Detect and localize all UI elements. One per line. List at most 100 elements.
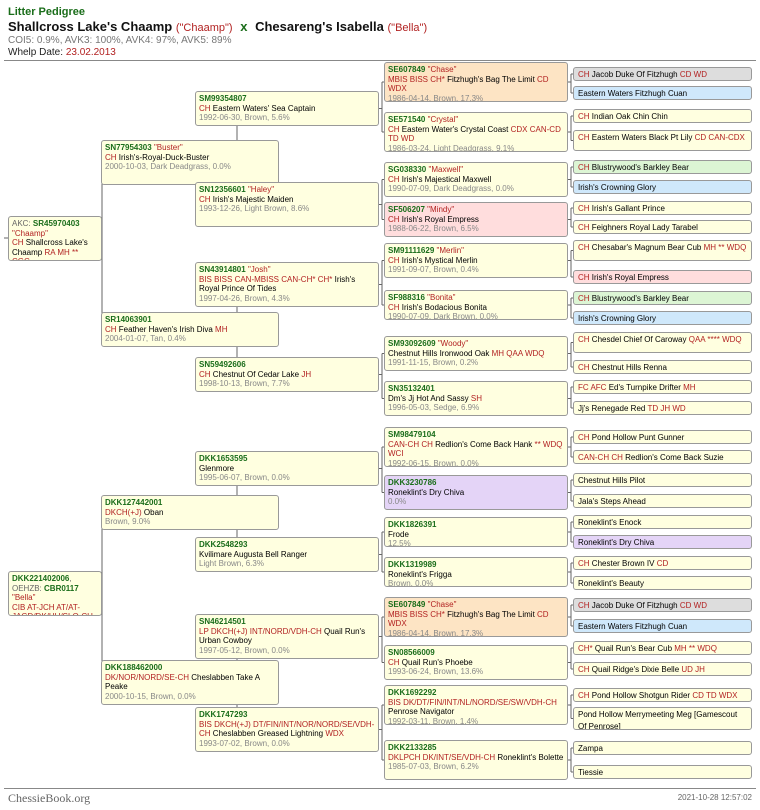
g5-ancestor-box[interactable]: CH Chesabar's Magnum Bear Cub MH ** WDQ	[573, 240, 752, 261]
g2-ancestor-box[interactable]: SN77954303 "Buster"CH Irish's-Royal-Duck…	[101, 140, 279, 185]
g5-ancestor-box[interactable]: Roneklint's Enock	[573, 515, 752, 529]
dog-name[interactable]: Fitzhugh's Bag The Limit	[447, 609, 535, 619]
dog-name[interactable]: Jacob Duke Of Fitzhugh	[591, 70, 678, 79]
g5-ancestor-box[interactable]: CH Indian Oak Chin Chin	[573, 109, 752, 123]
dog-name[interactable]: Zampa	[578, 744, 603, 753]
g5-ancestor-box[interactable]: FC AFC Ed's Turnpike Drifter MH	[573, 380, 752, 394]
dog-name[interactable]: Fitzhugh's Bag The Limit	[447, 74, 535, 84]
dog-name[interactable]: Roneklint's Dry Chiva	[578, 538, 655, 547]
dog-name[interactable]: Shallcross Lake's Chaamp	[12, 238, 88, 257]
dog-name[interactable]: Irish's Mystical Merlin	[401, 255, 478, 265]
dog-name[interactable]: Frode	[388, 529, 409, 539]
g5-ancestor-box[interactable]: CH Chester Brown IV CD	[573, 556, 752, 570]
g5-ancestor-box[interactable]: Irish's Crowning Glory	[573, 311, 752, 325]
g4-ancestor-box[interactable]: SM91111629 "Merlin"CH Irish's Mystical M…	[384, 243, 568, 278]
g5-ancestor-box[interactable]: Zampa	[573, 741, 752, 755]
dog-name[interactable]: Indian Oak Chin Chin	[591, 112, 668, 121]
dog-name[interactable]: Feighners Royal Lady Tarabel	[591, 223, 698, 232]
g5-ancestor-box[interactable]: Chestnut Hills Pilot	[573, 473, 752, 487]
dog-name[interactable]: Roneklint's Frigga	[388, 569, 452, 579]
dog-name[interactable]: Tiessie	[578, 768, 604, 777]
g5-ancestor-box[interactable]: Irish's Crowning Glory	[573, 180, 752, 194]
dog-name[interactable]: Quail Run's Urban Cowboy	[199, 626, 366, 646]
g5-ancestor-box[interactable]: Roneklint's Beauty	[573, 576, 752, 590]
g5-ancestor-box[interactable]: CH Blustrywood's Barkley Bear	[573, 291, 752, 305]
g5-ancestor-box[interactable]: Pond Hollow Merrymeeting Meg [Gamescout …	[573, 707, 752, 730]
dog-name[interactable]: Chester Brown IV	[591, 559, 655, 568]
dog-name[interactable]: Roneklint's Enock	[578, 518, 642, 527]
dog-name[interactable]: Ed's Turnpike Drifter	[608, 383, 681, 392]
g5-ancestor-box[interactable]: CH Jacob Duke Of Fitzhugh CD WD	[573, 598, 752, 612]
dog-name[interactable]: Irish's-Royal-Duck-Buster	[118, 152, 210, 162]
dog-name[interactable]: Eastern Waters Fitzhugh Cuan	[578, 622, 688, 631]
dog-name[interactable]: Quail Run's Phoebe	[401, 657, 473, 667]
dog-name[interactable]: Jala's Steps Ahead	[578, 497, 646, 506]
g1-ancestor-box[interactable]: AKC: SR45970403 "Chaamp"CH Shallcross La…	[8, 216, 102, 261]
dog-name[interactable]: Irish's Majestical Maxwell	[401, 174, 492, 184]
g4-ancestor-box[interactable]: SE571540 "Crystal"CH Eastern Water's Cry…	[384, 112, 568, 152]
dog-name[interactable]: Quail Ridge's Dixie Belle	[591, 665, 680, 674]
dog-name[interactable]: Pond Hollow Merrymeeting Meg [Gamescout …	[578, 710, 738, 730]
dog-name[interactable]: Irish's Royal Prince Of Tides	[199, 274, 356, 294]
dog-name[interactable]: Irish's Royal Empress	[591, 273, 669, 282]
g5-ancestor-box[interactable]: CH Quail Ridge's Dixie Belle UD JH	[573, 662, 752, 676]
dog-name[interactable]: Irish's Royal Empress	[401, 214, 479, 224]
g5-ancestor-box[interactable]: CH Jacob Duke Of Fitzhugh CD WD	[573, 67, 752, 81]
dog-name[interactable]: Quail Run's Bear Cub	[594, 644, 673, 653]
g4-ancestor-box[interactable]: SM93092609 "Woody"Chestnut Hills Ironwoo…	[384, 336, 568, 371]
dog-name[interactable]: Blustrywood's Barkley Bear	[591, 294, 689, 303]
g4-ancestor-box[interactable]: SG038330 "Maxwell"CH Irish's Majestical …	[384, 162, 568, 197]
g5-ancestor-box[interactable]: CH Irish's Gallant Prince	[573, 201, 752, 215]
g5-ancestor-box[interactable]: Tiessie	[573, 765, 752, 779]
sire-name[interactable]: Shallcross Lake's Chaamp	[8, 19, 173, 34]
dog-name[interactable]: Chestnut Hills Pilot	[578, 476, 646, 485]
dog-name[interactable]: Chesdel Chief Of Caroway	[591, 335, 687, 344]
dog-name[interactable]: Pond Hollow Shotgun Rider	[591, 691, 691, 700]
dam-name[interactable]: Chesareng's Isabella	[255, 19, 384, 34]
g3-ancestor-box[interactable]: SN43914801 "Josh"BIS BISS CAN-MBISS CAN-…	[195, 262, 379, 307]
dog-name[interactable]: Roneklint's Beauty	[578, 579, 645, 588]
g1-ancestor-box[interactable]: DKK221402006, OEHZB: CBR0117 "Bella"CIB …	[8, 571, 102, 616]
dog-name[interactable]: Eastern Waters Fitzhugh Cuan	[578, 89, 688, 98]
g5-ancestor-box[interactable]: CH Pond Hollow Punt Gunner	[573, 430, 752, 444]
g4-ancestor-box[interactable]: SE607849 "Chase"MBIS BISS CH* Fitzhugh's…	[384, 597, 568, 637]
dog-name[interactable]: Irish's Crowning Glory	[578, 183, 656, 192]
dog-name[interactable]: Chestnut Hills Renna	[591, 363, 667, 372]
g5-ancestor-box[interactable]: Jj's Renegade Red TD JH WD	[573, 401, 752, 415]
dog-name[interactable]: Roneklint's Bolette	[497, 752, 564, 762]
dog-name[interactable]: Chestnut Hills Ironwood Oak	[388, 348, 490, 358]
dog-name[interactable]: Dm's Jj Hot And Sassy	[388, 393, 469, 403]
dog-name[interactable]: Roneklint's Dry Chiva	[388, 487, 465, 497]
g5-ancestor-box[interactable]: CH Chesdel Chief Of Caroway QAA **** WDQ	[573, 332, 752, 353]
dog-name[interactable]: Redlion's Come Back Hank	[435, 439, 533, 449]
dog-name[interactable]: Irish's Majestic Maiden	[212, 194, 294, 204]
g5-ancestor-box[interactable]: CH Irish's Royal Empress	[573, 270, 752, 284]
dog-name[interactable]: Jacob Duke Of Fitzhugh	[591, 601, 678, 610]
dog-name[interactable]: Kvilimare Augusta Bell Ranger	[199, 549, 308, 559]
g5-ancestor-box[interactable]: CH Eastern Waters Black Pt Lily CD CAN-C…	[573, 130, 752, 151]
g5-ancestor-box[interactable]: CH Pond Hollow Shotgun Rider CD TD WDX	[573, 688, 752, 702]
g5-ancestor-box[interactable]: Eastern Waters Fitzhugh Cuan	[573, 86, 752, 100]
g4-ancestor-box[interactable]: SE607849 "Chase"MBIS BISS CH* Fitzhugh's…	[384, 62, 568, 102]
g5-ancestor-box[interactable]: Eastern Waters Fitzhugh Cuan	[573, 619, 752, 633]
g5-ancestor-box[interactable]: Roneklint's Dry Chiva	[573, 535, 752, 549]
g5-ancestor-box[interactable]: CH Chestnut Hills Renna	[573, 360, 752, 374]
dog-name[interactable]: Feather Haven's Irish Diva	[118, 324, 213, 334]
dog-name[interactable]: Irish's Bodacious Bonita	[401, 302, 487, 312]
dog-name[interactable]: Blustrywood's Barkley Bear	[591, 163, 689, 172]
dog-name[interactable]: Eastern Waters Black Pt Lily	[591, 133, 693, 142]
g5-ancestor-box[interactable]: CH* Quail Run's Bear Cub MH ** WDQ	[573, 641, 752, 655]
